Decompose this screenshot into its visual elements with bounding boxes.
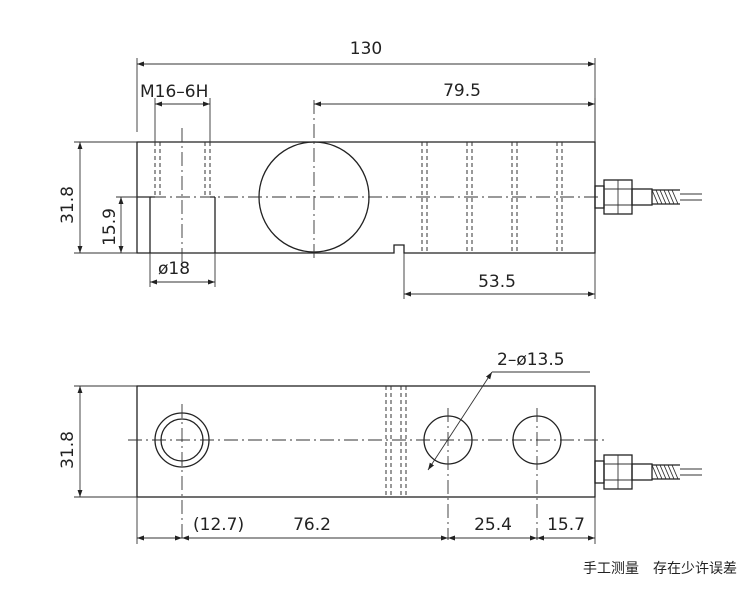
dim-first-label: (12.7) — [193, 515, 244, 535]
dim-main-label: 76.2 — [293, 515, 331, 535]
cable-gland-top — [594, 179, 702, 215]
hole-callout-label: 2–ø13.5 — [497, 350, 565, 370]
measurement-note: 手工测量 存在少许误差 — [583, 561, 737, 577]
dim-height-top-label: 31.8 — [58, 186, 78, 224]
bottom-view: 2–ø13.5 31.8 (12.7) 76.2 25.4 15.7 — [58, 350, 702, 544]
dim-half-height-label: 15.9 — [100, 208, 120, 246]
top-view-body-outline — [136, 141, 596, 254]
top-view: 130 M16–6H 79.5 31.8 15.9 ø18 53.5 — [58, 39, 702, 299]
dim-height-bottom-label: 31.8 — [58, 431, 78, 469]
dim-pitch-label: 25.4 — [474, 515, 512, 535]
dim-end-label: 15.7 — [547, 515, 585, 535]
hole-callout-leader — [427, 371, 493, 471]
dim-bore-label: ø18 — [158, 259, 190, 279]
dim-mount-spacing-label: 53.5 — [478, 272, 516, 292]
dim-thread-label: M16–6H — [140, 82, 208, 102]
bottom-view-body-outline — [136, 385, 596, 498]
dim-hole-offset-label: 79.5 — [443, 81, 481, 101]
cable-gland-bottom — [594, 454, 702, 490]
dim-overall-length-label: 130 — [350, 39, 382, 59]
